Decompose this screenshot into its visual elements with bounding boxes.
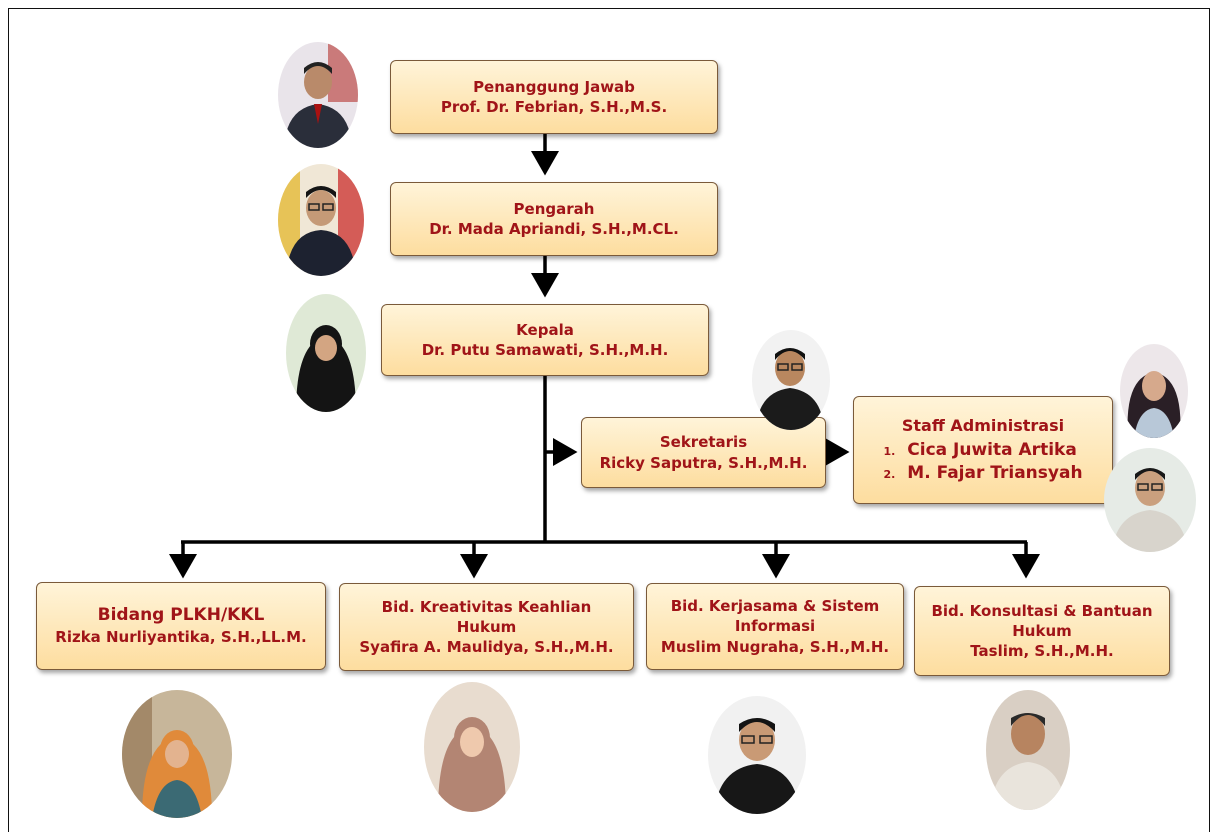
staff-member: 1. Cica Juwita Artika [883, 439, 1082, 462]
chief-name: Dr. Putu Samawati, S.H.,M.H. [421, 341, 669, 359]
secretary-role: Sekretaris [659, 433, 748, 452]
secretary-name: Ricky Saputra, S.H.,M.H. [599, 453, 808, 472]
director-role: Pengarah [513, 199, 595, 218]
staff-member-name: Cica Juwita Artika [907, 439, 1077, 460]
person-photo-icon [752, 330, 830, 430]
staff-member: 2. M. Fajar Triansyah [883, 462, 1082, 485]
division-title: Bidang PLKH/KKL [97, 605, 265, 626]
division-box-4: Bid. Konsultasi & Bantuan Hukum Taslim, … [914, 586, 1170, 676]
person-photo-icon [278, 164, 364, 276]
person-photo-icon [122, 690, 232, 818]
division-name: Muslim Nugraha, S.H.,M.H. [660, 637, 890, 656]
division-name: Syafira A. Maulidya, S.H.,M.H. [359, 638, 614, 657]
person-photo-icon [278, 42, 358, 148]
chief-role: Kepala [516, 320, 574, 339]
director-name: Dr. Mada Apriandi, S.H.,M.CL. [429, 220, 679, 238]
director-box: Pengarah Dr. Mada Apriandi, S.H.,M.CL. [390, 182, 718, 256]
chief-box: Kepala Dr. Putu Samawati, S.H.,M.H. [381, 304, 709, 376]
person-photo-icon [1120, 344, 1188, 438]
division-title: Bid. Konsultasi & Bantuan [931, 601, 1153, 620]
division-name: Taslim, S.H.,M.H. [970, 642, 1114, 661]
staff-member-number: 2. [883, 467, 896, 481]
head-box: Penanggung Jawab Prof. Dr. Febrian, S.H.… [390, 60, 718, 134]
division-box-2: Bid. Kreativitas Keahlian Hukum Syafira … [339, 583, 634, 671]
person-photo-icon [708, 696, 806, 814]
person-photo-icon [986, 690, 1070, 810]
head-role: Penanggung Jawab [473, 77, 635, 96]
staff-box: Staff Administrasi 1. Cica Juwita Artika… [853, 396, 1113, 504]
division-title-line2: Hukum [1012, 621, 1072, 640]
staff-role: Staff Administrasi [901, 416, 1065, 436]
staff-member-name: M. Fajar Triansyah [907, 462, 1083, 483]
person-photo-icon [424, 682, 520, 812]
staff-member-number: 1. [883, 444, 896, 458]
division-title-line2: Hukum [456, 617, 517, 636]
head-name: Prof. Dr. Febrian, S.H.,M.S. [440, 98, 668, 116]
division-title: Bid. Kreativitas Keahlian [381, 597, 592, 616]
division-name: Rizka Nurliyantika, S.H.,LL.M. [55, 628, 307, 647]
staff-list: 1. Cica Juwita Artika 2. M. Fajar Trians… [883, 439, 1082, 485]
division-box-1: Bidang PLKH/KKL Rizka Nurliyantika, S.H.… [36, 582, 326, 670]
division-title: Bid. Kerjasama & Sistem [670, 597, 880, 616]
person-photo-icon [286, 294, 366, 412]
person-photo-icon [1104, 448, 1196, 552]
division-box-3: Bid. Kerjasama & Sistem Informasi Muslim… [646, 583, 904, 670]
division-title-line2: Informasi [734, 617, 816, 636]
